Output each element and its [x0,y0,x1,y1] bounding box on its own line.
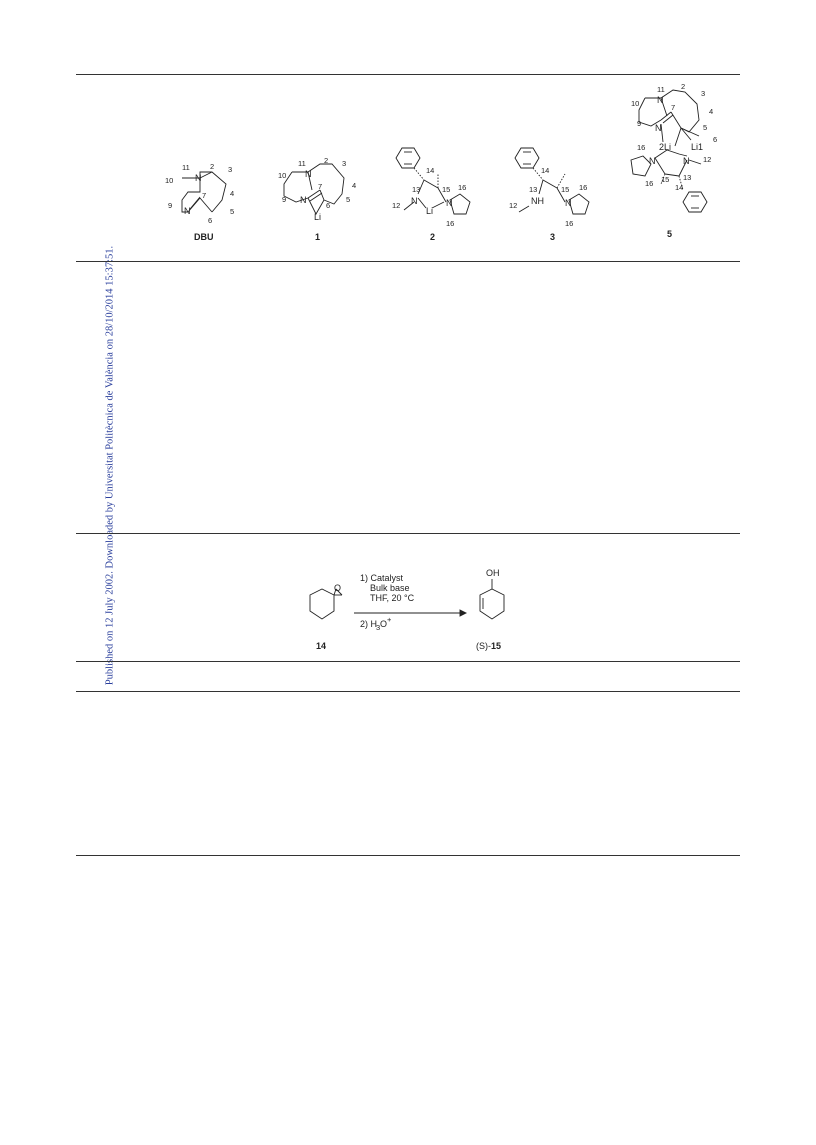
c2-n2: N [446,198,453,208]
rule-bottom-2 [76,661,740,662]
c5-label: 3 [701,89,705,98]
condition-superscript: + [387,615,392,624]
dbu-label: 6 [208,216,212,225]
condition-line: Bulk base [370,583,410,593]
c5-label: 5 [703,123,707,132]
c2-label: 12 [392,201,400,210]
c1-n2: N [300,195,307,205]
condition-line: O [380,619,387,629]
rule-top-2 [76,533,740,534]
dbu-label: 3 [228,165,232,174]
product-caption-prefix: (S)- [476,641,491,651]
c3-caption: 3 [550,232,555,242]
c1-label: 2 [324,156,328,165]
structure-dbu: N N 11 2 3 10 4 9 7 5 6 DBU [165,162,234,242]
c2-label: 15 [442,185,450,194]
c2-label: 16 [458,183,466,192]
dbu-label: 5 [230,207,234,216]
c5-li2: 2Li [659,142,671,152]
product-caption: (S)-15 [476,641,501,651]
dbu-label: 10 [165,176,173,185]
c1-label: 10 [278,171,286,180]
dbu-label: 4 [230,189,234,198]
reactant-oxygen: O [334,583,341,593]
structure-3: NH N 14 13 15 16 12 16 3 [509,147,590,242]
c1-label: 9 [282,195,286,204]
c5-label: 14 [675,183,683,192]
dbu-label: 9 [168,201,172,210]
c1-label: 7 [318,182,322,191]
condition-line: 1) Catalyst [360,573,404,583]
c5-caption: 5 [667,229,672,239]
dbu-label: 2 [210,162,214,171]
c1-n1: N [305,169,312,179]
dbu-n1: N [195,173,202,183]
reaction-scheme: O 14 1) Catalyst Bulk base THF, 20 °C 2)… [309,568,505,651]
c5-n3: N [649,156,656,166]
c2-label: 16 [446,219,454,228]
c1-label: 5 [346,195,350,204]
c5-label: 15 [661,175,669,184]
c3-label: 14 [541,166,549,175]
c2-caption: 2 [430,232,435,242]
c1-li: Li [314,212,321,222]
rule-bottom-3 [76,855,740,856]
c5-label: 13 [683,173,691,182]
c2-label: 13 [412,185,420,194]
c3-label: 12 [509,201,517,210]
c1-caption: 1 [315,232,320,242]
c5-li1: Li1 [691,142,703,152]
condition-line: THF, 20 °C [370,593,415,603]
dbu-caption: DBU [194,232,214,242]
dbu-n2: N [184,206,191,216]
c3-nh: NH [531,196,544,206]
c1-label: 4 [352,181,356,190]
rule-top-1 [76,74,740,75]
c1-label: 6 [326,201,330,210]
condition-line: 2) H [360,619,377,629]
c5-label: 9 [637,119,641,128]
c1-label: 11 [298,159,306,168]
c3-n: N [565,198,572,208]
c3-label: 15 [561,185,569,194]
c5-n4: N [683,156,690,166]
structure-5: N N N N 2Li Li1 11 2 3 10 4 7 9 5 6 16 1… [630,82,717,239]
download-watermark: Published on 12 July 2002. Downloaded by… [104,245,116,686]
c5-label: 16 [637,143,645,152]
product-hydroxyl: OH [486,568,500,578]
c5-label: 16 [645,179,653,188]
c5-label: 10 [631,99,639,108]
c5-n1: N [657,95,664,105]
structure-2: N N Li 14 13 15 16 12 16 2 [392,147,471,242]
c3-label: 16 [579,183,587,192]
rule-top-3 [76,691,740,692]
c5-n2: N [655,123,662,133]
condition-subscript: 3 [376,623,380,632]
c5-label: 12 [703,155,711,164]
c1-label: 3 [342,159,346,168]
c2-n1: N [411,196,418,206]
c5-label: 7 [671,103,675,112]
reactant-caption: 14 [316,641,326,651]
dbu-label: 11 [182,163,190,172]
c5-label: 11 [657,85,665,94]
c2-label: 14 [426,166,434,175]
c3-label: 13 [529,185,537,194]
dbu-label: 7 [202,191,206,200]
rule-bottom-1 [76,261,740,262]
c2-li: Li [426,206,433,216]
c5-label: 2 [681,82,685,91]
c5-label: 6 [713,135,717,144]
product-caption-number: 15 [491,641,501,651]
structure-1: N N Li 11 2 3 10 4 9 7 5 6 1 [278,156,356,242]
c3-label: 16 [565,219,573,228]
c5-label: 4 [709,107,713,116]
